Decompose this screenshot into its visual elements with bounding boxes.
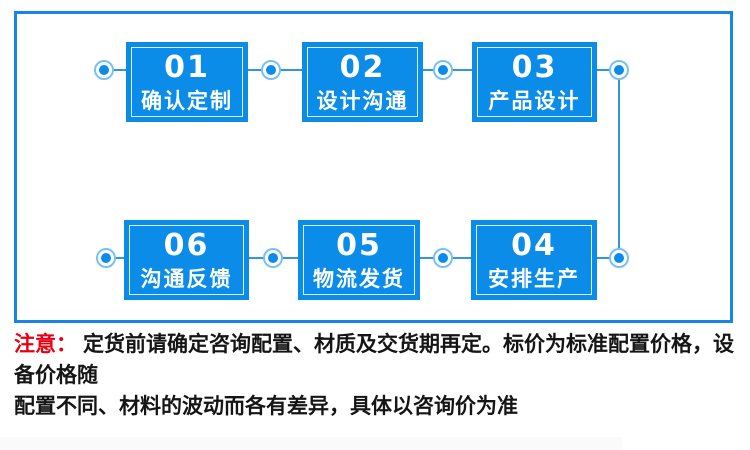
connector-node-icon bbox=[433, 60, 453, 80]
step-label: 物流发货 bbox=[313, 267, 405, 291]
step-label: 设计沟通 bbox=[316, 89, 409, 113]
node-dot-icon bbox=[99, 65, 109, 75]
notice-text: 注意：定货前请确定咨询配置、材质及交货期再定。标价为标准配置价格，设备价格随 配… bbox=[14, 329, 742, 422]
node-dot-icon bbox=[268, 253, 278, 263]
step-label: 沟通反馈 bbox=[140, 267, 233, 291]
flowchart-frame bbox=[14, 11, 733, 323]
connector-node-icon bbox=[433, 248, 453, 268]
flow-step-03: 03 产品设计 bbox=[472, 42, 597, 122]
step-label: 确认定制 bbox=[141, 89, 233, 113]
step-number: 01 bbox=[164, 49, 210, 85]
step-number: 04 bbox=[511, 227, 557, 263]
node-dot-icon bbox=[438, 65, 448, 75]
bottom-gray-band bbox=[0, 437, 622, 450]
node-dot-icon bbox=[438, 253, 448, 263]
flow-step-01: 01 确认定制 bbox=[126, 42, 248, 122]
notice-line2: 配置不同、材料的波动而各有差异，具体以咨询价为准 bbox=[14, 395, 518, 418]
step-number: 03 bbox=[511, 49, 558, 85]
node-dot-icon bbox=[266, 65, 276, 75]
node-dot-icon bbox=[101, 253, 111, 263]
connector-node-icon bbox=[261, 60, 281, 80]
connector-node-icon bbox=[263, 248, 283, 268]
flow-step-02: 02 设计沟通 bbox=[302, 42, 423, 122]
connector-node-icon bbox=[609, 248, 629, 268]
flow-step-05: 05 物流发货 bbox=[298, 220, 420, 300]
node-dot-icon bbox=[614, 253, 624, 263]
step-number: 05 bbox=[336, 227, 382, 263]
notice-line1: 定货前请确定咨询配置、材质及交货期再定。标价为标准配置价格，设备价格随 bbox=[14, 333, 734, 387]
notice-prefix: 注意： bbox=[14, 333, 77, 356]
step-label: 产品设计 bbox=[488, 89, 581, 113]
connector-node-icon bbox=[609, 60, 629, 80]
step-number: 06 bbox=[163, 227, 210, 263]
right-vertical-connector-line bbox=[618, 70, 620, 258]
connector-node-icon bbox=[96, 248, 116, 268]
node-dot-icon bbox=[614, 65, 624, 75]
flow-step-04: 04 安排生产 bbox=[471, 220, 597, 300]
connector-node-icon bbox=[94, 60, 114, 80]
step-number: 02 bbox=[339, 49, 386, 85]
step-label: 安排生产 bbox=[488, 267, 580, 291]
flow-step-06: 06 沟通反馈 bbox=[124, 220, 249, 300]
